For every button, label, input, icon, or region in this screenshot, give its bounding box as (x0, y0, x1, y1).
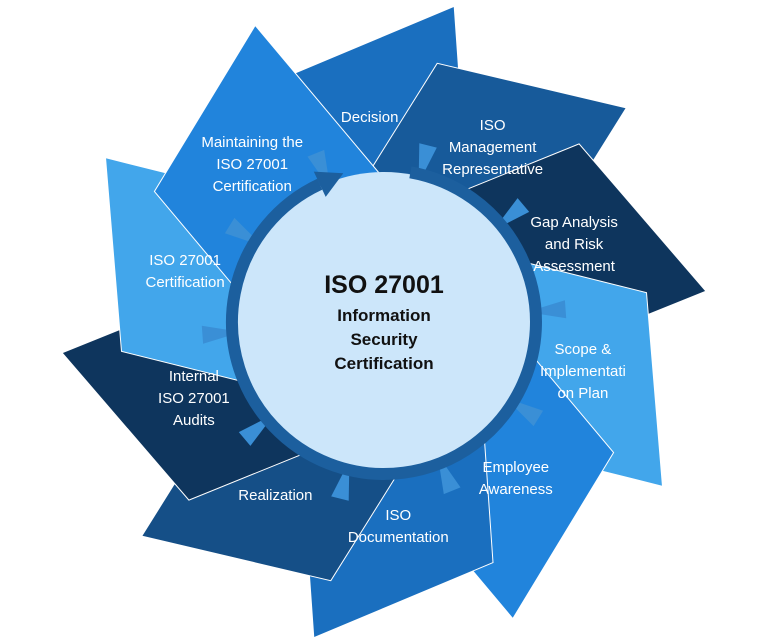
segment-label-4: Scope & Implementati on Plan (539, 340, 626, 402)
center-subtitle: Information Security Certification (334, 306, 434, 373)
segment-label-7: Realization (238, 486, 313, 504)
segment-label-10: Maintaining the ISO 27001 Certification (201, 134, 304, 195)
segment-label-6: ISO Documentation (347, 506, 449, 546)
center-title: ISO 27001 (324, 271, 444, 299)
segment-label-5: Employee Awareness (478, 459, 553, 498)
segment-pointer-3 (526, 300, 567, 319)
cycle-arrow-head (313, 171, 344, 197)
center-circle (234, 172, 534, 472)
center-text: ISO 27001 Information Security Certifica… (324, 268, 444, 376)
cycle-ring-arc (225, 166, 542, 480)
segment-label-1: Decision (340, 108, 399, 126)
segment-label-8: Internal ISO 27001 Audits (158, 367, 230, 429)
segment-pointer-8 (201, 325, 242, 344)
segment-label-9: ISO 27001 Certification (145, 252, 225, 292)
segment-label-3: Gap Analysis and Risk Assessment (530, 214, 618, 276)
segment-label-2: ISO Management Representative (442, 117, 544, 179)
